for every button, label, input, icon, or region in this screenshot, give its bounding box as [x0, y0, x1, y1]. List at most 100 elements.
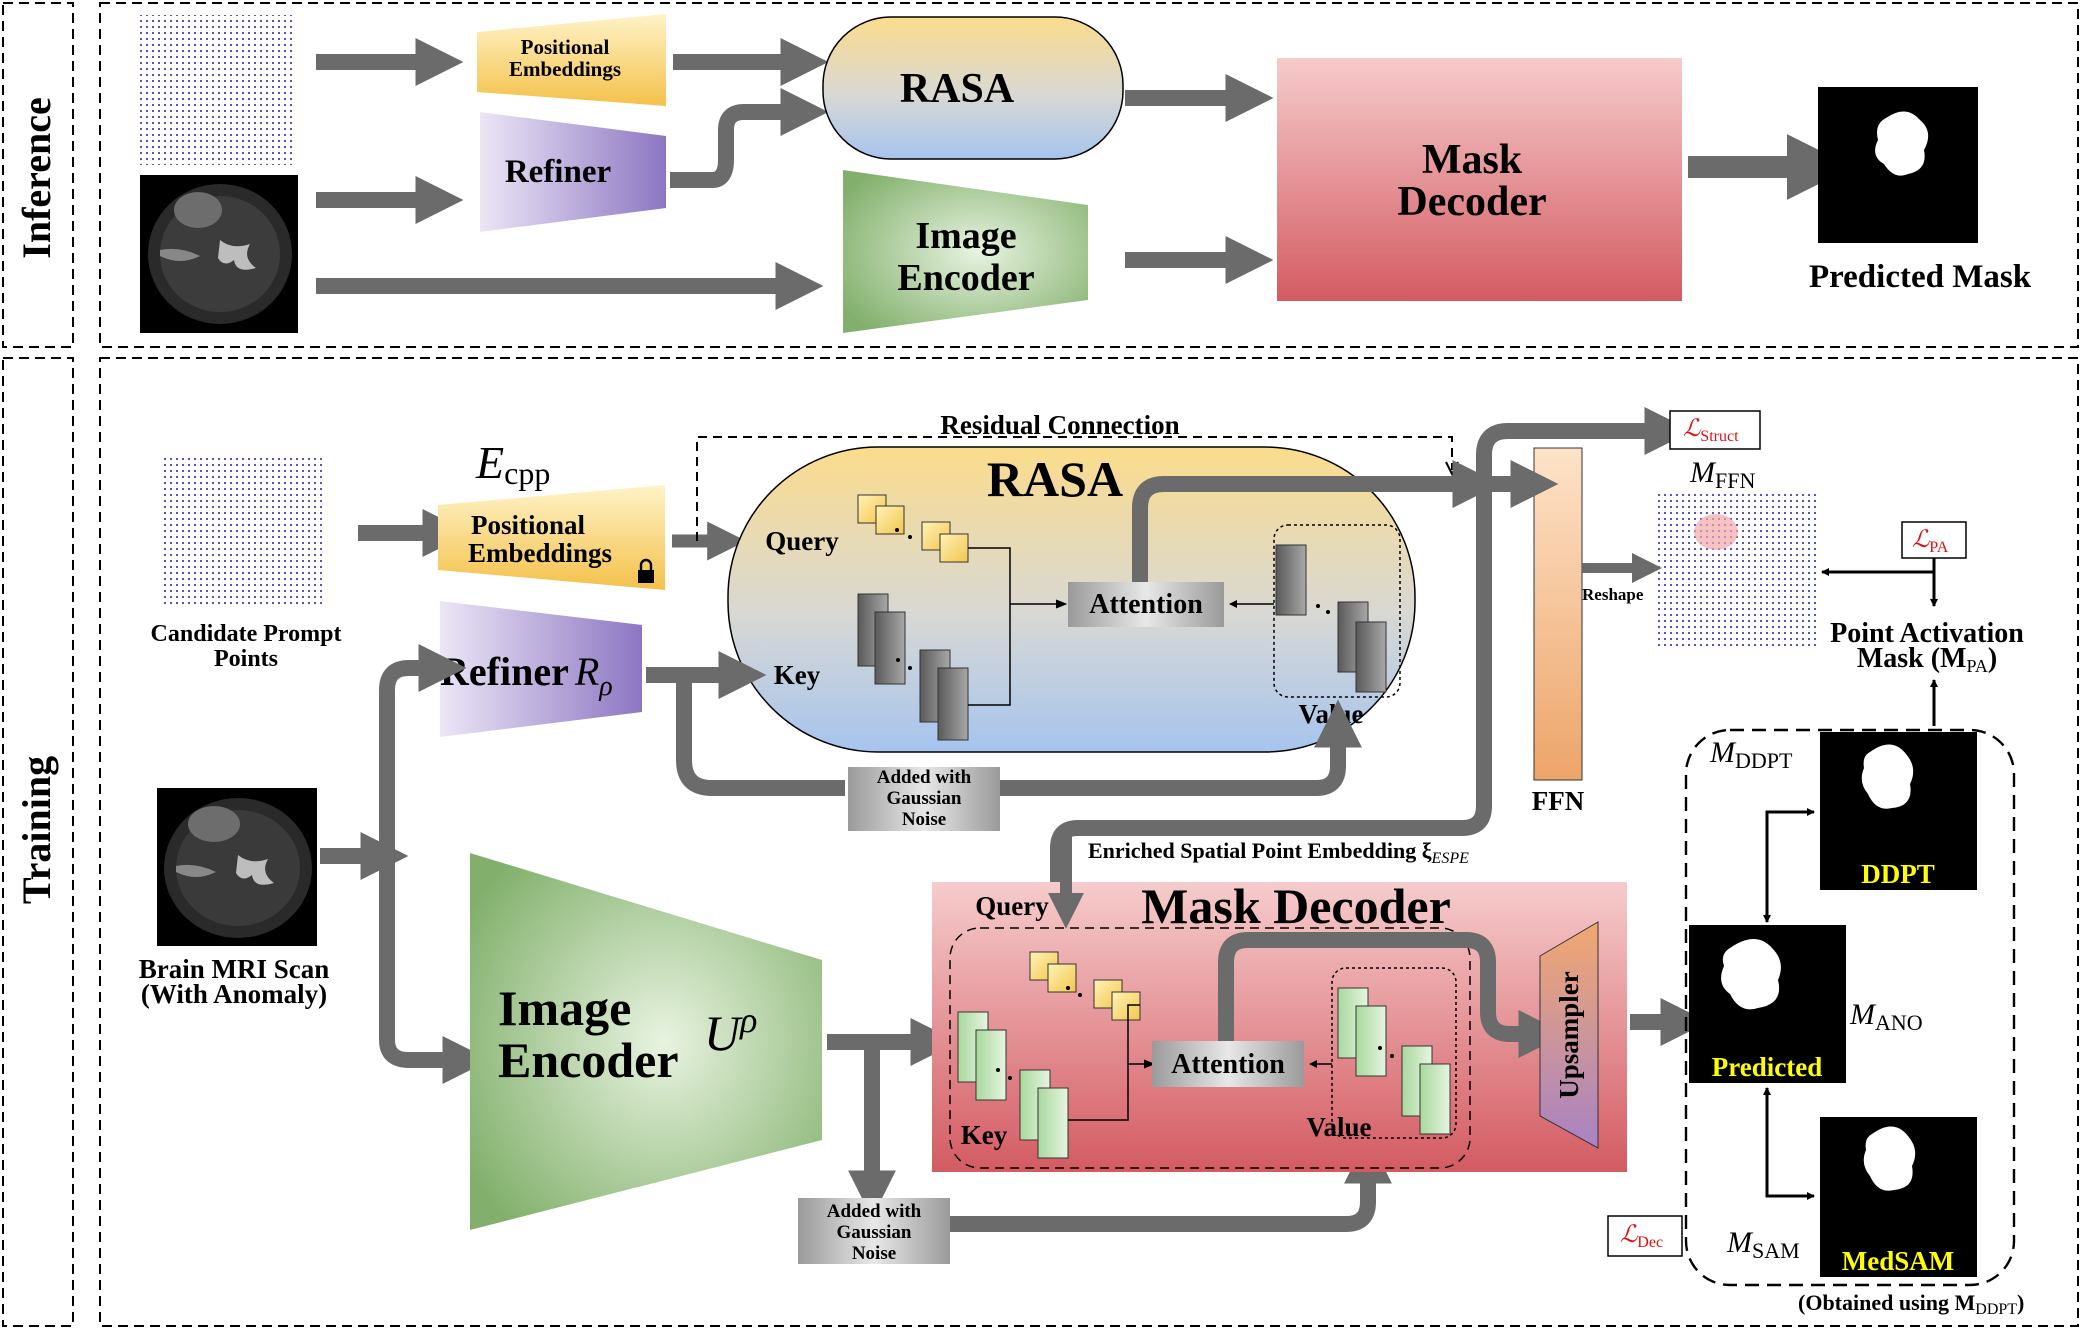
rasa-key-tokens	[857, 593, 969, 741]
refiner-block	[440, 601, 642, 737]
predicted-label: Predicted	[1712, 1052, 1822, 1082]
rasa-attention-label: Attention	[1089, 589, 1203, 620]
loss-pa-label: ℒPA	[1912, 527, 1949, 556]
md-attention-box	[1152, 1041, 1304, 1087]
ddpt-link-arrow	[1765, 808, 1815, 920]
md-attention-label: Attention	[1171, 1049, 1285, 1080]
brain-mri-scan-image	[157, 788, 317, 946]
arrow	[379, 644, 467, 856]
md-key-tokens	[957, 1011, 1069, 1159]
inf-predicted-mask-image	[1818, 87, 1978, 243]
ffn-label: FFN	[1532, 786, 1585, 816]
rasa-qk-lines	[968, 547, 1062, 706]
mask-comparison-group	[1684, 728, 2016, 1287]
mask-mpa-label: Mask (MPA)	[1857, 643, 1997, 676]
rasa-attn-arrowhead	[1055, 599, 1068, 609]
medsam-label: MedSAM	[1842, 1246, 1954, 1276]
training-label-frame	[2, 357, 74, 1327]
arrow	[670, 88, 829, 188]
inf-refiner-label: Refiner	[505, 154, 611, 190]
image-encoder-block	[470, 853, 822, 1230]
rasa-query-label: Query	[765, 526, 839, 556]
md-query-label: Query	[975, 891, 1049, 921]
noise-box-top	[848, 767, 1000, 831]
md-query-tokens	[1029, 951, 1141, 1021]
md-value-label: Value	[1306, 1112, 1371, 1142]
reshape-label: Reshape	[1582, 585, 1644, 604]
rasa-value-box	[1273, 524, 1401, 698]
rasa-value-label: Value	[1298, 699, 1363, 729]
point-activation-label: Point Activation	[1830, 618, 2024, 649]
ffn-block	[1533, 447, 1583, 781]
mri-scan-thumbnail	[140, 175, 298, 333]
rasa-title: RASA	[987, 451, 1123, 507]
inf-positional-embeddings-block	[477, 14, 666, 106]
mask-decoder-inner-box	[949, 927, 1471, 1169]
predicted-mask-image	[1689, 925, 1846, 1083]
inf-rasa-label: RASA	[900, 66, 1015, 112]
arrow	[676, 675, 845, 796]
inf-mask-decoder-block	[1277, 58, 1682, 301]
rasa-key-label: Key	[774, 660, 821, 690]
md-key-label: Key	[961, 1120, 1008, 1150]
loss-struct-box	[1669, 410, 1761, 450]
ddpt-mask-image	[1820, 732, 1977, 890]
obtained-note: (Obtained using MDDPT)	[1798, 1290, 2024, 1318]
ddpt-label: DDPT	[1861, 859, 1935, 889]
arrow	[1218, 932, 1567, 1058]
inf-predicted-mask-label: Predicted Mask	[1809, 259, 2032, 295]
inference-label-frame	[2, 2, 74, 348]
with-anomaly-label: (With Anomaly)	[141, 979, 327, 1009]
brain-mri-label: Brain MRI Scan	[139, 954, 330, 984]
inf-image-encoder-block	[843, 170, 1088, 333]
loss-dec-box	[1607, 1215, 1683, 1257]
training-section-label: Training	[14, 756, 59, 904]
m-ffn-grid	[1654, 492, 1816, 646]
m-ffn-activation	[1694, 514, 1738, 550]
md-value-tokens	[1337, 987, 1451, 1135]
loss-struct-label: ℒStruct	[1683, 416, 1739, 445]
loss-dec-label: ℒDec	[1620, 1222, 1663, 1251]
arrow	[379, 856, 491, 1084]
training-frame	[99, 357, 2079, 1327]
e-cpp-symbol: Ecpp	[475, 437, 550, 491]
arrow	[1132, 460, 1501, 582]
mask-decoder-title: Mask Decoder	[1141, 878, 1451, 934]
arrow	[950, 1135, 1392, 1232]
upsampler-label: Upsampler	[1554, 971, 1584, 1099]
residual-connection-line	[696, 436, 1453, 541]
residual-connection-label: Residual Connection	[940, 410, 1179, 440]
lock-icon	[638, 558, 654, 583]
u-rho-symbol: Uρ	[704, 1000, 757, 1061]
positional-embeddings-block	[438, 485, 665, 590]
rasa-attention-box	[1068, 582, 1224, 627]
espe-label: Enriched Spatial Point Embedding ξESPE	[1088, 838, 1469, 867]
rasa-value-tokens	[1275, 544, 1387, 693]
arrow	[1000, 699, 1362, 796]
candidate-prompt-points-grid	[162, 458, 322, 608]
m-ddpt-label: MDDPT	[1709, 736, 1793, 773]
inf-refiner-block	[480, 112, 666, 232]
medsam-mask-image	[1820, 1117, 1977, 1277]
rasa-query-tokens	[857, 494, 969, 563]
medsam-link-arrow	[1765, 1120, 1815, 1200]
inference-section-label: Inference	[14, 97, 59, 258]
m-ano-label: MANO	[1849, 998, 1923, 1035]
md-value-box	[1331, 967, 1457, 1139]
m-sam-label: MSAM	[1726, 1226, 1800, 1263]
inference-frame	[99, 2, 2079, 348]
inf-rasa-block	[822, 16, 1124, 160]
noise-box-bottom	[798, 1198, 950, 1264]
prompt-points-grid	[140, 15, 296, 165]
